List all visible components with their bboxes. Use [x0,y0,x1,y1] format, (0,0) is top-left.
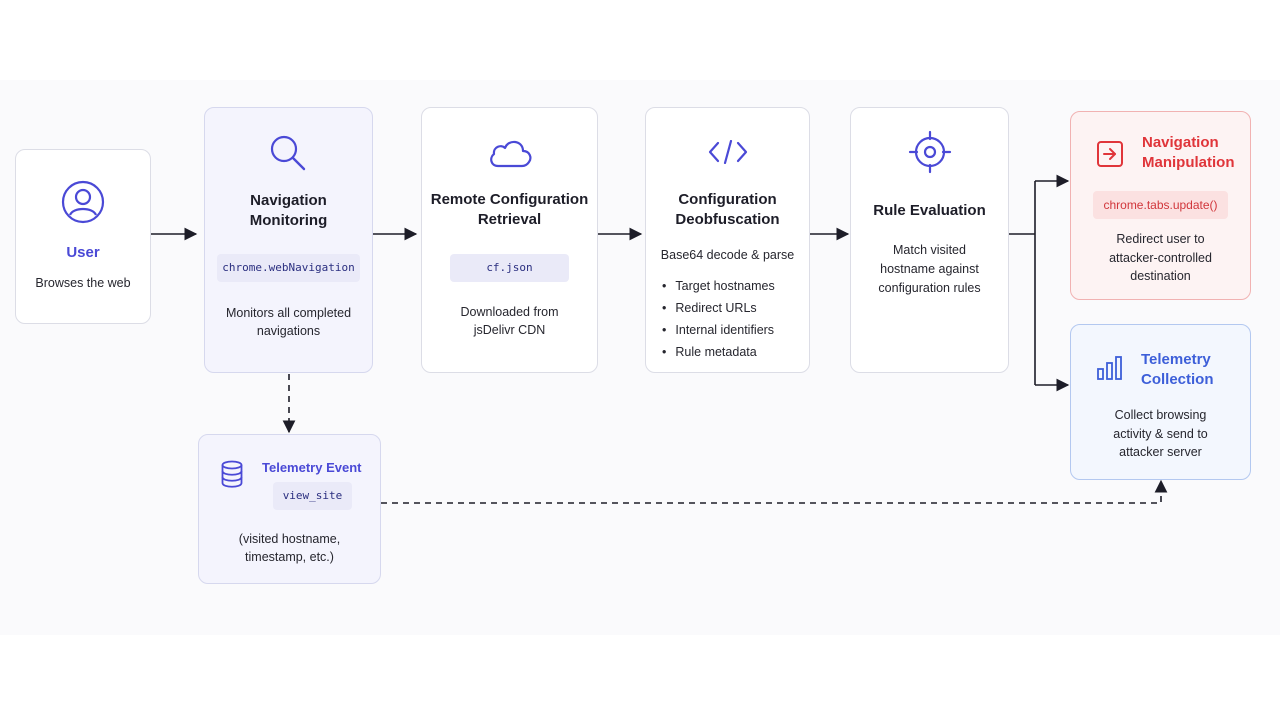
telemetry-collection-desc-line1: Collect browsing [1114,408,1207,422]
rule-evaluation-desc-line1: Match visited [893,243,966,257]
deobfuscation-title-line2: Deobfuscation [675,211,780,228]
telemetry-collection-card: Telemetry Collection Collect browsing ac… [1070,324,1251,480]
redirect-arrow-icon [1097,141,1123,167]
telemetry-event-desc-line1: (visited hostname, [238,532,341,546]
database-icon [221,460,243,488]
cf-json-code: cf.json [450,254,569,282]
telemetry-event-desc-line2: timestamp, etc.) [245,550,334,564]
navigation-manipulation-desc-line1: Redirect user to [1116,232,1205,246]
branch-connector [1009,181,1036,385]
list-item: Internal identifiers [662,319,775,341]
navigation-monitoring-card: Navigation Monitoring chrome.webNavigati… [204,107,373,373]
list-item: Redirect URLs [662,297,775,319]
list-item: Target hostnames [662,275,774,297]
navigation-manipulation-card: Navigation Manipulation chrome.tabs.upda… [1070,111,1251,300]
remote-configuration-title-line2: Retrieval [477,211,542,228]
navigation-monitoring-desc-line2: navigations [256,324,321,338]
navigation-manipulation-desc-line2: attacker-controlled [1109,251,1212,265]
telemetry-collection-desc-line3: attacker server [1119,445,1202,459]
view-site-code: view_site [273,482,352,510]
navigation-manipulation-desc-line3: destination [1130,269,1191,283]
remote-configuration-title-line1: Remote Configuration [430,191,589,208]
navigation-manipulation-title-line2: Manipulation [1142,154,1235,171]
telemetry-event-title: Telemetry Event [262,460,362,475]
user-subtitle: Browses the web [35,276,131,290]
navigation-manipulation-title-line1: Navigation [1142,134,1219,151]
target-icon [908,130,952,174]
code-icon [708,140,748,164]
user-card: User Browses the web [15,149,151,324]
user-icon [61,180,105,224]
deobfuscation-title-line1: Configuration [678,191,777,208]
telemetry-collection-title-line1: Telemetry [1141,351,1211,368]
search-icon [270,135,306,171]
rule-evaluation-desc-line2: hostname against [880,262,979,276]
tabs-update-code: chrome.tabs.update() [1093,191,1228,219]
rule-evaluation-title: Rule Evaluation [873,202,986,219]
telemetry-collection-title-line2: Collection [1141,371,1214,388]
deobfuscation-card: Configuration Deobfuscation Base64 decod… [645,107,810,373]
navigation-monitoring-desc-line1: Monitors all completed [225,306,352,320]
arrow-event-to-telemetry [381,479,1168,504]
navigation-monitoring-title-line1: Navigation [250,192,327,209]
telemetry-event-card: Telemetry Event view_site (visited hostn… [198,434,381,584]
deobfuscation-items: Target hostnames Redirect URLs Internal … [662,275,775,363]
telemetry-collection-desc-line2: activity & send to [1113,427,1208,441]
rule-evaluation-desc-line3: configuration rules [878,281,981,295]
navigation-monitoring-title-line2: Monitoring [249,212,328,229]
deobfuscation-subtitle: Base64 decode & parse [660,248,795,262]
remote-configuration-desc-line1: Downloaded from [460,305,559,319]
rule-evaluation-card: Rule Evaluation Match visited hostname a… [850,107,1009,373]
bar-chart-icon [1097,356,1122,380]
webnavigation-code: chrome.webNavigation [217,254,360,282]
user-title: User [66,244,100,261]
remote-configuration-card: Remote Configuration Retrieval cf.json D… [421,107,598,373]
remote-configuration-desc-line2: jsDelivr CDN [473,323,546,337]
list-item: Rule metadata [662,341,775,363]
cloud-icon [490,140,532,168]
